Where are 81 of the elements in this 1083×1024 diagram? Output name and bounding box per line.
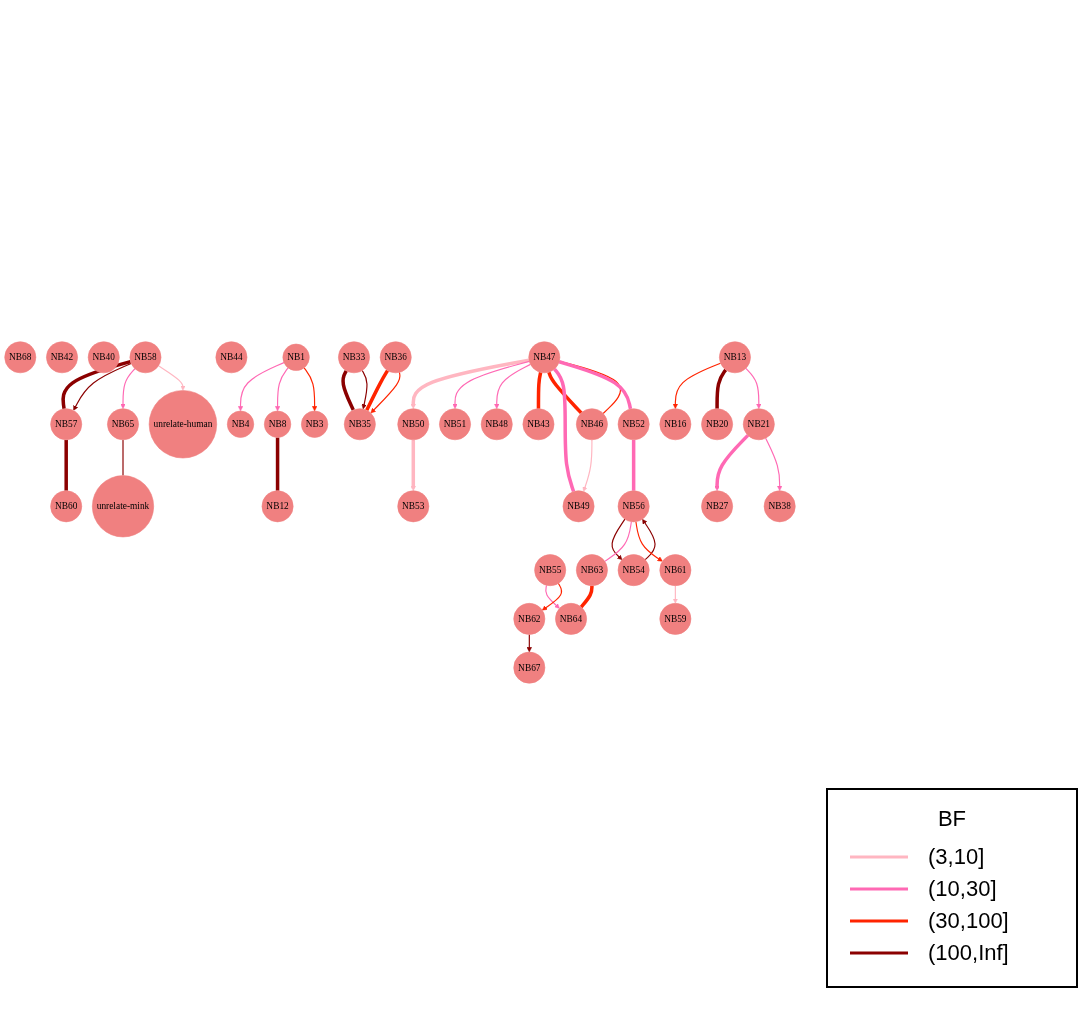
node-circle: NB16 bbox=[659, 407, 692, 440]
legend-text: (3,10] bbox=[928, 844, 985, 870]
legend-text: (100,Inf] bbox=[928, 940, 1009, 966]
node-circle: NB21 bbox=[742, 407, 775, 440]
node-circle: NB47 bbox=[528, 340, 561, 373]
legend-text: (10,30] bbox=[928, 876, 997, 902]
node-circle: NB50 bbox=[397, 407, 430, 440]
node-circle: NB58 bbox=[129, 340, 162, 373]
connector bbox=[547, 371, 583, 414]
node-circle: NB53 bbox=[397, 489, 430, 522]
arrow bbox=[494, 363, 532, 409]
arrow bbox=[120, 367, 136, 409]
node-circle: NB3 bbox=[301, 410, 329, 438]
arrow bbox=[582, 438, 593, 492]
node-circle: NB56 bbox=[617, 489, 650, 522]
arrow bbox=[611, 518, 626, 560]
arrow bbox=[452, 360, 530, 409]
node-circle: NB33 bbox=[338, 340, 370, 373]
connector bbox=[604, 520, 632, 562]
node-circle: NB13 bbox=[719, 340, 751, 373]
node-circle: NB67 bbox=[513, 651, 546, 684]
node-circle: NB64 bbox=[555, 602, 587, 635]
connector bbox=[579, 584, 594, 608]
node-circle: NB54 bbox=[617, 553, 650, 586]
connector bbox=[536, 371, 543, 409]
node-circle: NB60 bbox=[50, 489, 83, 522]
arrow bbox=[714, 433, 750, 491]
node-circle: NB62 bbox=[513, 602, 546, 635]
connector bbox=[275, 437, 280, 491]
node-circle: NB38 bbox=[763, 489, 796, 522]
node-circle: NB27 bbox=[701, 489, 733, 522]
arrow bbox=[765, 437, 783, 491]
node-circle: NB42 bbox=[46, 340, 78, 373]
node-circle: NB63 bbox=[576, 553, 608, 586]
arrow bbox=[642, 518, 656, 560]
node-circle: NB4 bbox=[227, 410, 255, 438]
node-circle: NB1 bbox=[282, 343, 310, 371]
node-circle: NB20 bbox=[701, 407, 733, 440]
node-circle: NB49 bbox=[562, 489, 595, 522]
arrow bbox=[672, 362, 722, 409]
node-circle: NB68 bbox=[4, 340, 37, 373]
arrow bbox=[635, 520, 663, 562]
node-circle: NB65 bbox=[107, 407, 139, 440]
arrow bbox=[370, 371, 401, 413]
node-circle: NB36 bbox=[379, 340, 412, 373]
arrow bbox=[157, 364, 186, 391]
arrow bbox=[303, 366, 318, 411]
legend-title: BF bbox=[936, 806, 968, 832]
node-circle: NB46 bbox=[576, 407, 608, 440]
connector bbox=[715, 368, 728, 409]
node-circle: NB44 bbox=[215, 340, 248, 373]
connector bbox=[558, 359, 633, 409]
arrow bbox=[73, 362, 132, 411]
connector bbox=[365, 369, 390, 411]
arrow bbox=[745, 367, 762, 409]
node-circle: NB40 bbox=[87, 340, 120, 373]
connector bbox=[553, 367, 576, 492]
node-circle: NB48 bbox=[480, 407, 513, 440]
node-circle: NB8 bbox=[264, 410, 292, 438]
arrow bbox=[361, 369, 368, 409]
node-circle: NB55 bbox=[534, 553, 567, 586]
connector bbox=[341, 369, 355, 411]
node-circle: NB51 bbox=[439, 407, 471, 440]
arrow bbox=[672, 584, 678, 604]
legend-text: (30,100] bbox=[928, 908, 1009, 934]
node-circle: NB43 bbox=[522, 407, 555, 440]
arrow bbox=[410, 439, 416, 491]
node-circle: NB52 bbox=[617, 407, 650, 440]
arrow bbox=[237, 361, 285, 411]
node-circle: NB12 bbox=[261, 489, 294, 522]
connector bbox=[64, 439, 68, 491]
node-circle: NB61 bbox=[659, 553, 692, 586]
arrow bbox=[275, 366, 289, 411]
node-circle: NB35 bbox=[343, 407, 376, 440]
node-circle: unrelate-mink bbox=[92, 474, 154, 537]
node-circle: NB57 bbox=[50, 407, 83, 440]
connector bbox=[631, 439, 636, 491]
arrow bbox=[526, 633, 532, 652]
arrow bbox=[410, 357, 530, 409]
node-circle: NB59 bbox=[659, 602, 692, 635]
node-circle: unrelate-human bbox=[148, 389, 218, 458]
